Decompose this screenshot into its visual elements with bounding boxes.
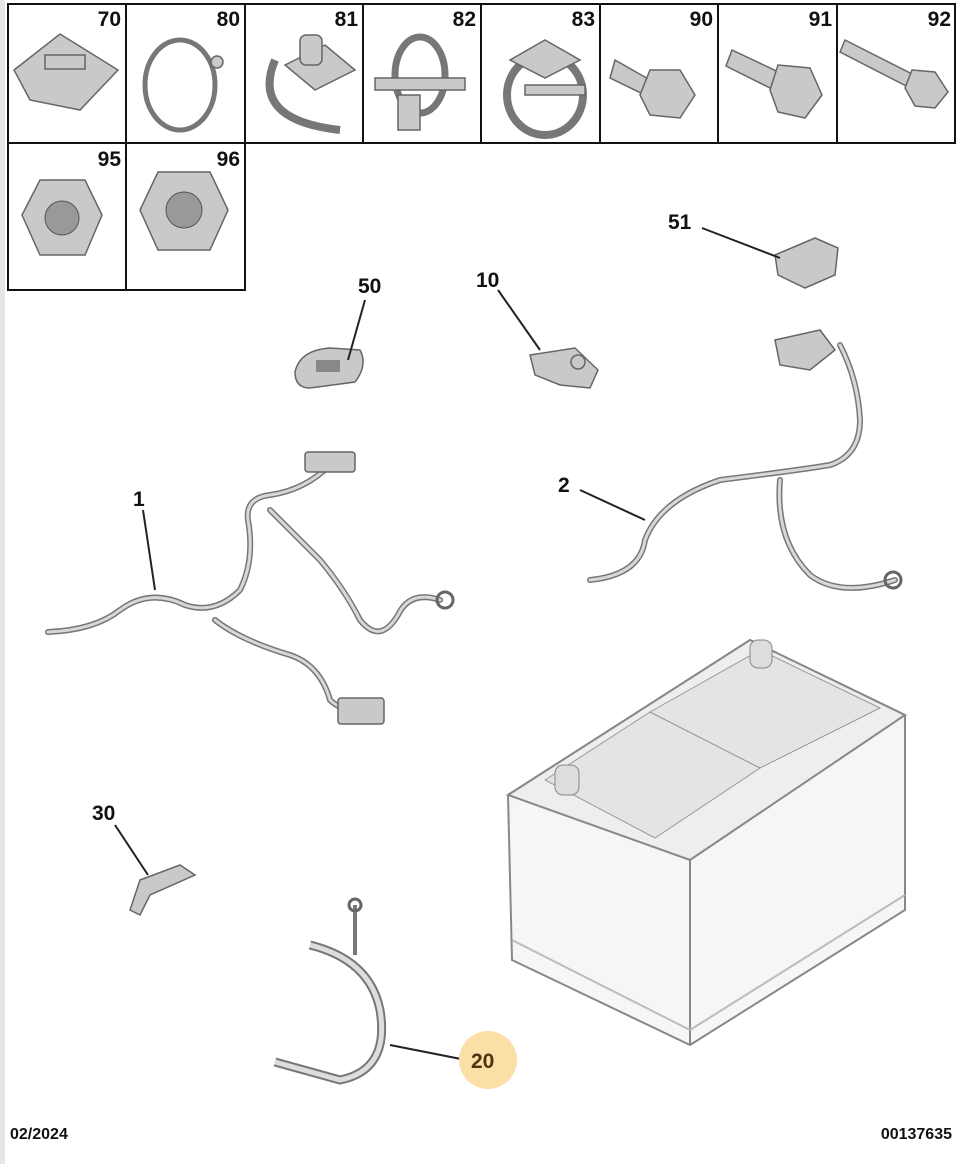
bolt-92-drawing (839, 38, 949, 109)
cell-label-90: 90 (690, 8, 713, 31)
cell-label-83: 83 (572, 8, 595, 31)
callout-2: 2 (558, 474, 570, 497)
callout-51: 51 (668, 211, 692, 234)
page-edge (0, 0, 5, 1164)
callouts: 50 10 51 1 2 30 20 (92, 211, 781, 1089)
nut-95-drawing (21, 179, 103, 256)
cell-label-92: 92 (928, 8, 951, 31)
cell-label-70: 70 (98, 8, 121, 31)
callout-20: 20 (471, 1050, 494, 1073)
nut-96-drawing (139, 171, 229, 251)
part-10-drawing (529, 347, 599, 389)
cell-label-82: 82 (453, 8, 476, 31)
clamp-83-drawing (503, 39, 587, 139)
clamp-81-drawing (265, 34, 357, 134)
grid-cell-labels: 70 80 81 82 83 90 91 92 95 96 (98, 8, 951, 171)
harness-1-drawing (45, 451, 455, 725)
callout-20-highlight (459, 1031, 517, 1089)
callout-10: 10 (476, 269, 499, 292)
cable-tie-80-drawing (142, 37, 224, 133)
footer-date: 02/2024 (10, 1126, 68, 1143)
clip-70-drawing (13, 33, 120, 111)
strap-20-drawing (273, 897, 387, 1085)
callout-30: 30 (92, 802, 115, 825)
bolt-90-drawing (609, 58, 696, 119)
bolt-91-drawing (725, 48, 823, 119)
part-50-drawing (294, 347, 364, 389)
clamp-82-drawing (374, 33, 466, 131)
parts-grid (7, 3, 956, 291)
cell-label-96: 96 (217, 148, 240, 171)
part-30-drawing (129, 864, 197, 917)
callout-50: 50 (358, 275, 381, 298)
cell-label-80: 80 (217, 8, 240, 31)
callout-1: 1 (133, 488, 145, 511)
cell-label-81: 81 (335, 8, 359, 31)
footer-code: 00137635 (880, 1126, 952, 1143)
harness-2-drawing (587, 329, 903, 591)
cell-label-91: 91 (809, 8, 833, 31)
cell-label-95: 95 (98, 148, 122, 171)
battery-drawing (505, 638, 908, 1047)
part-51-drawing (774, 237, 839, 289)
